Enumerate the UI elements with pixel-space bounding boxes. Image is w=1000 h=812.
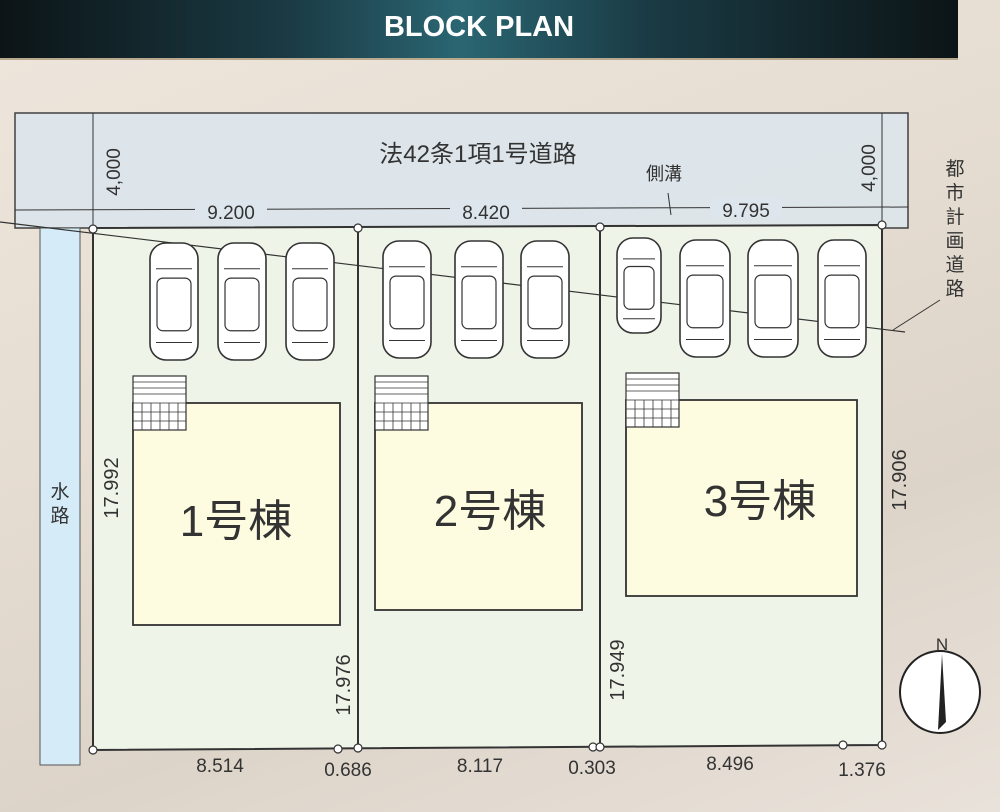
city-road-leader <box>892 299 941 331</box>
building-1: 1号棟 <box>132 375 341 626</box>
waterway <box>39 227 81 766</box>
city-road-label: 都市計画道路 <box>945 158 964 300</box>
rear-5: 8.496 <box>706 754 754 775</box>
rear-1: 8.514 <box>196 756 244 777</box>
depth-right: 17.906 <box>889 449 911 510</box>
north-compass-icon: N <box>899 635 981 734</box>
car-icon <box>149 242 199 361</box>
building-3: 3号棟 <box>625 372 858 597</box>
car-icon <box>679 239 731 358</box>
rear-4: 0.303 <box>568 758 616 779</box>
boundary-points <box>88 220 887 755</box>
depth-lot3-left: 17.949 <box>607 639 629 700</box>
rear-6: 1.376 <box>838 760 886 781</box>
road-width-left: 4,000 <box>104 148 125 196</box>
road-label: 法42条1項1号道路 <box>379 141 576 168</box>
car-icon <box>382 240 432 359</box>
building-label: 1号棟 <box>180 497 292 546</box>
road-width-right: 4,000 <box>859 144 880 192</box>
car-icon <box>454 240 504 359</box>
car-icon <box>616 237 662 334</box>
building-2: 2号棟 <box>374 375 583 611</box>
gutter-label: 側溝 <box>646 164 682 184</box>
depth-left: 17.992 <box>101 457 123 518</box>
rear-3: 8.117 <box>457 756 503 777</box>
gutter-leader <box>667 192 672 216</box>
frontage-2: 8.420 <box>462 203 510 224</box>
frontage-3: 9.795 <box>722 201 770 222</box>
frontage-1: 9.200 <box>207 203 255 224</box>
rear-2: 0.686 <box>324 760 372 781</box>
depth-lot1-right: 17.976 <box>333 654 355 715</box>
header-banner: BLOCK PLAN <box>0 0 958 60</box>
car-icon <box>520 240 570 359</box>
car-icon <box>217 242 267 361</box>
svg-text:N: N <box>936 635 948 654</box>
parking-cars <box>149 237 867 361</box>
waterway-label: 水路 <box>50 481 69 527</box>
building-label: 3号棟 <box>704 477 816 526</box>
car-icon <box>747 239 799 358</box>
building-label: 2号棟 <box>434 487 546 536</box>
car-icon <box>285 242 335 361</box>
page-title: BLOCK PLAN <box>383 11 575 43</box>
car-icon <box>817 239 867 358</box>
